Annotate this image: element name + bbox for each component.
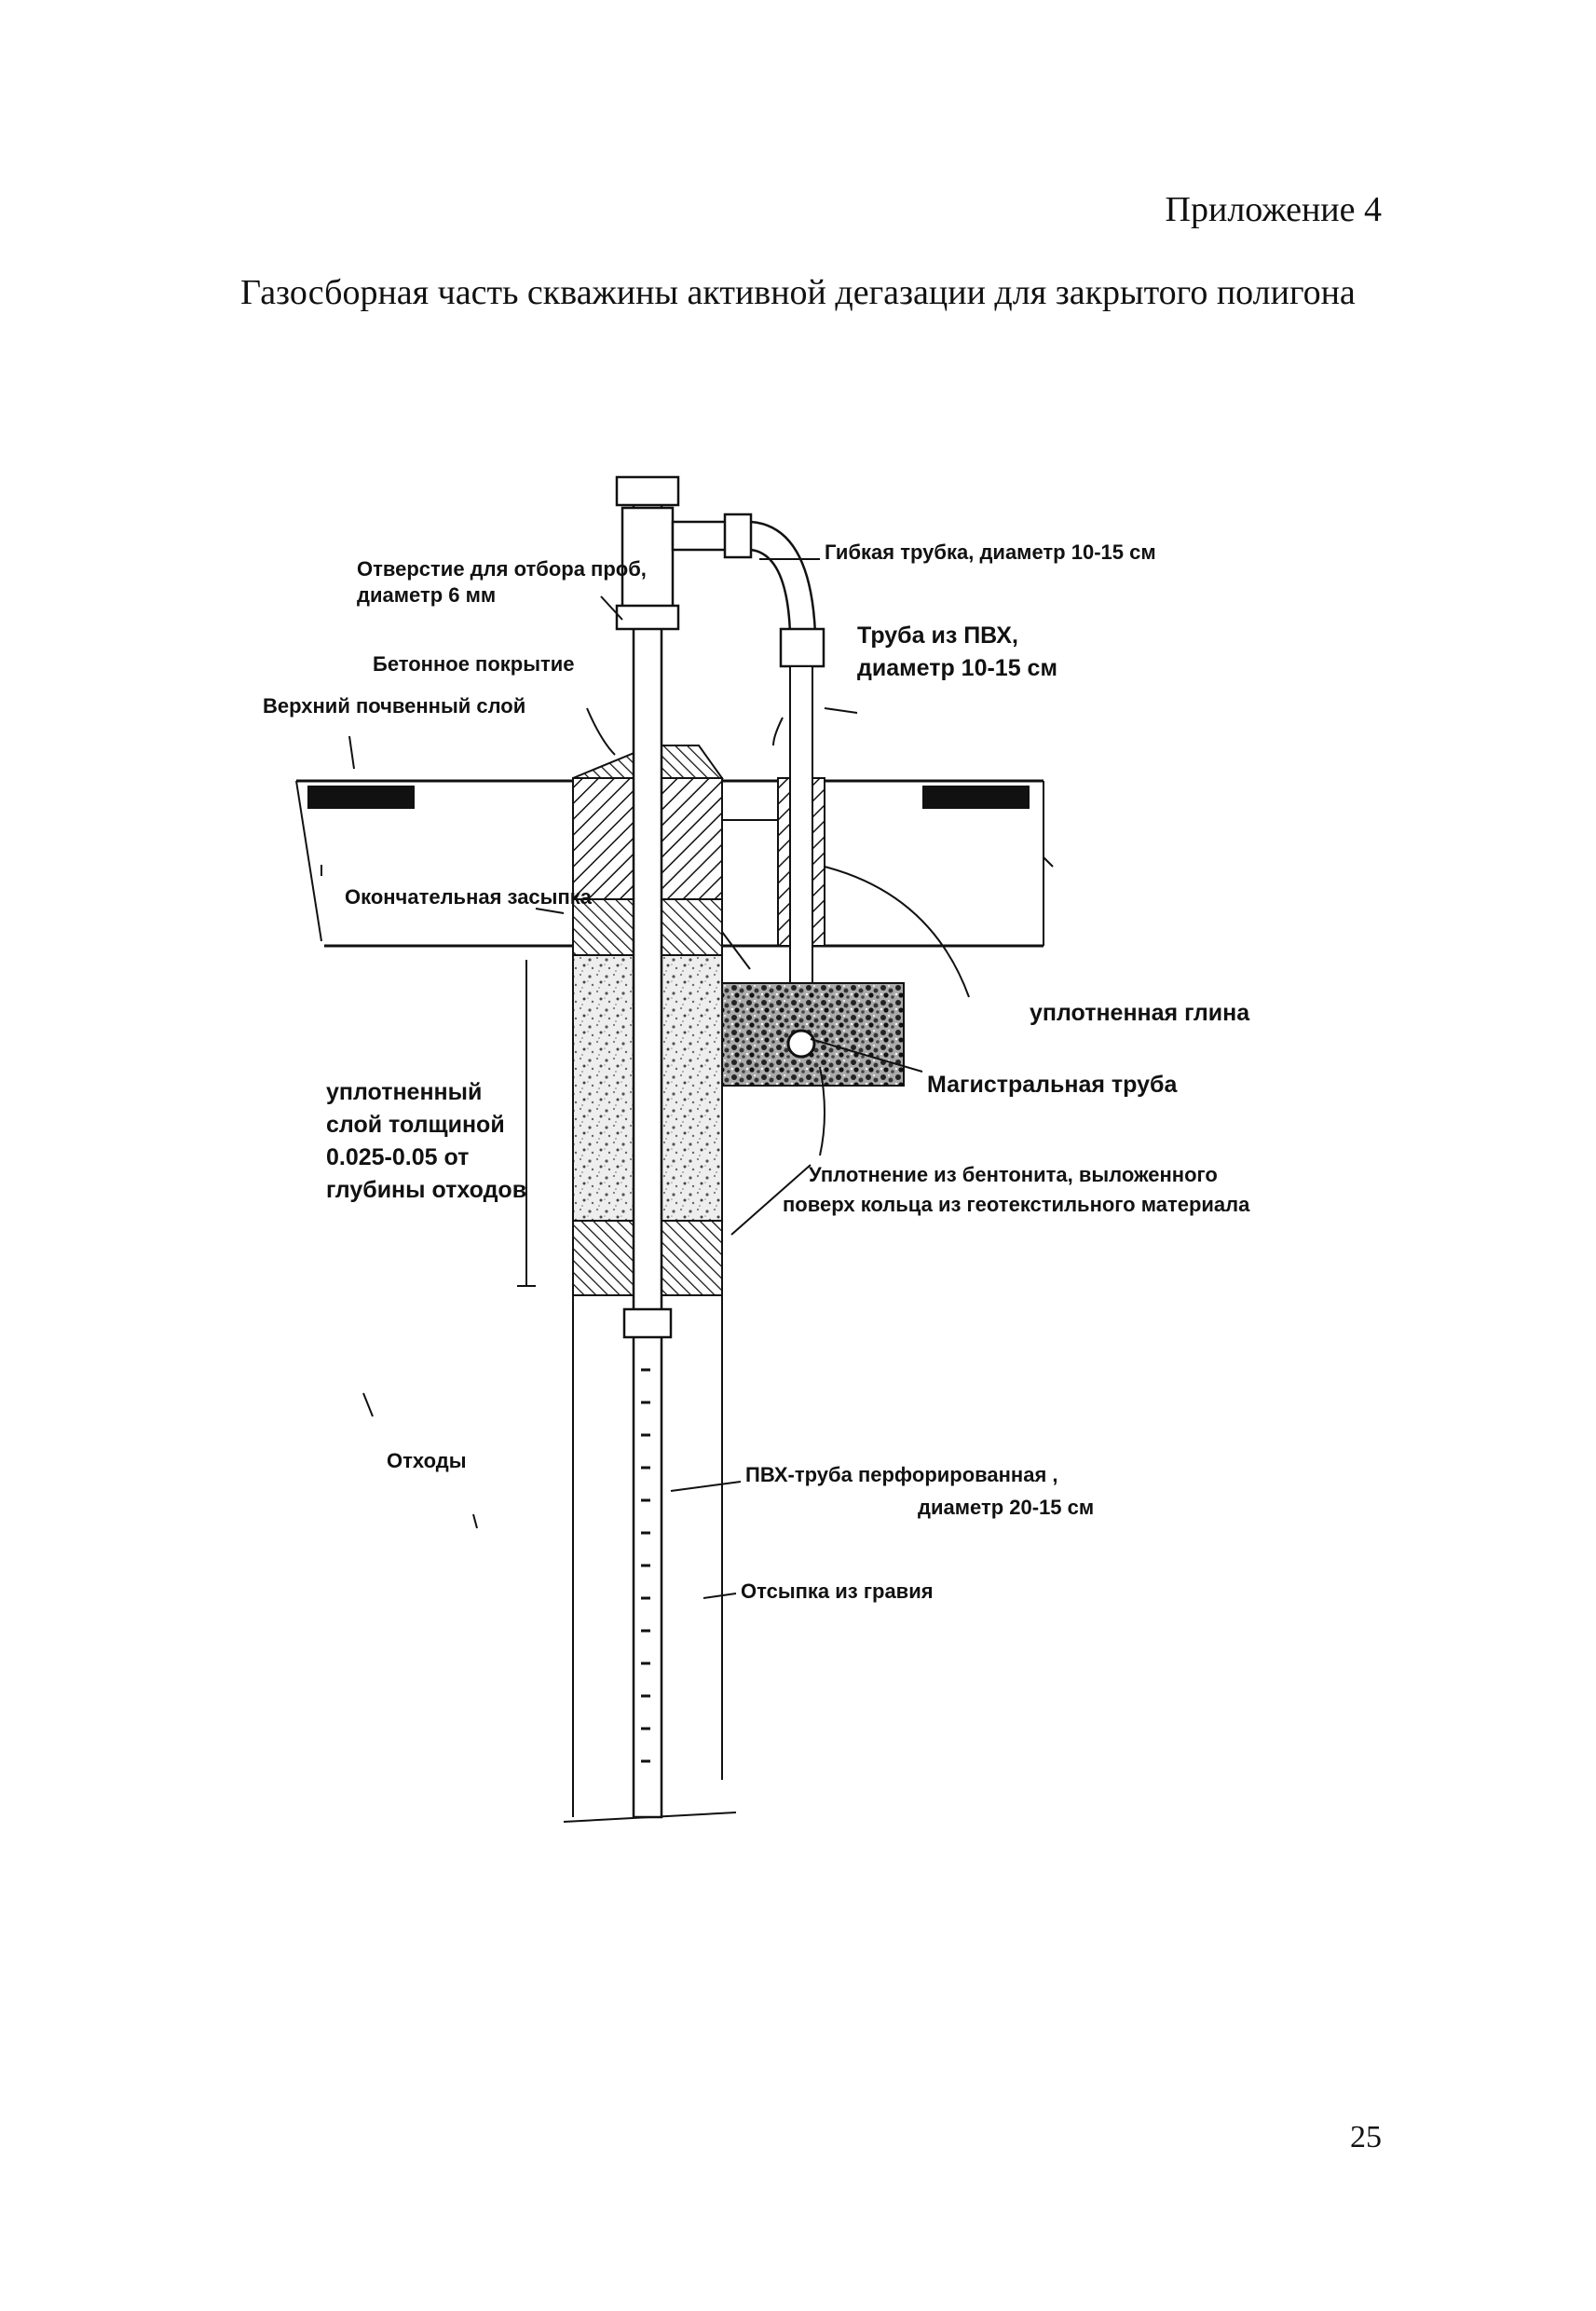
label-perforated-pipe-1: ПВХ-труба перфорированная ,: [745, 1463, 1058, 1486]
pipe-perforations: [641, 1368, 650, 1763]
label-sample-hole-1: Отверстие для отбора проб,: [357, 557, 647, 581]
flexible-tube: [671, 513, 825, 668]
label-compacted-layer-4: глубины отходов: [326, 1177, 526, 1203]
vertical-pipe: [615, 475, 680, 1819]
leader-lines: [321, 558, 1054, 1599]
label-flexible-tube: Гибкая трубка, диаметр 10-15 см: [825, 540, 1156, 564]
label-bentonite-seal-1: Уплотнение из бентонита, выложенного: [809, 1163, 1218, 1186]
appendix-label: Приложение 4: [1165, 190, 1382, 229]
label-waste: Отходы: [387, 1449, 466, 1472]
label-final-backfill: Окончательная засыпка: [345, 885, 593, 909]
label-sample-hole-2: диаметр 6 мм: [357, 583, 496, 607]
label-bentonite-seal-2: поверх кольца из геотекстильного материа…: [783, 1193, 1250, 1216]
page-number: 25: [1350, 2120, 1382, 2154]
label-main-pipe: Магистральная труба: [927, 1072, 1178, 1098]
label-compacted-layer-1: уплотненный: [326, 1079, 482, 1105]
label-pvc-pipe-2: диаметр 10-15 см: [857, 655, 1057, 681]
topsoil-strip-left: [307, 786, 415, 809]
page-title: Газосборная часть скважины активной дега…: [240, 273, 1356, 312]
label-compacted-layer-3: 0.025-0.05 от: [326, 1144, 469, 1170]
label-gravel-fill: Отсыпка из гравия: [741, 1579, 934, 1603]
topsoil-strip-right: [922, 786, 1030, 809]
compacted-clay-block: [721, 982, 905, 1087]
label-topsoil: Верхний почвенный слой: [263, 694, 525, 718]
pvc-riser: [722, 665, 825, 1040]
label-pvc-pipe-1: Труба из ПВХ,: [857, 622, 1018, 649]
label-compacted-layer-2: слой толщиной: [326, 1112, 505, 1138]
label-concrete-cover: Бетонное покрытие: [373, 652, 575, 676]
label-compacted-clay: уплотненная глина: [1030, 1000, 1250, 1026]
main-pipe-icon: [786, 1029, 816, 1059]
label-perforated-pipe-2: диаметр 20-15 см: [918, 1496, 1094, 1519]
